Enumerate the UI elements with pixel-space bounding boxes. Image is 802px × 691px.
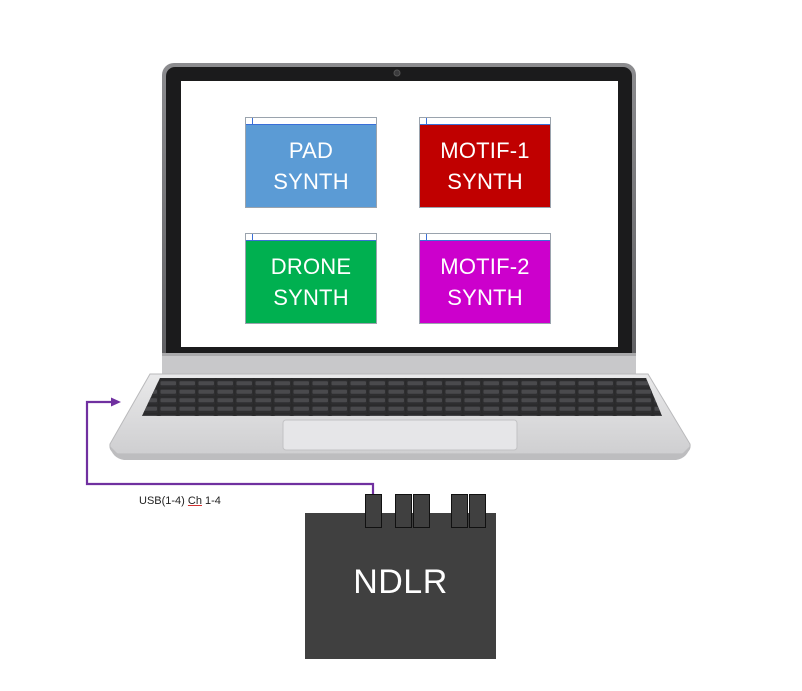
midi-port-1: [395, 494, 412, 528]
window-title-line1: MOTIF-1: [440, 138, 530, 163]
arrow-head-icon: [111, 397, 121, 407]
midi-port-4: [469, 494, 486, 528]
keyboard: [142, 378, 662, 416]
ndlr-label: NDLR: [353, 563, 448, 601]
motif-2-synth-window: MOTIF-2 SYNTH: [419, 233, 551, 324]
window-title-line1: DRONE: [270, 254, 352, 279]
window-body: PAD SYNTH: [246, 125, 376, 207]
usb-label-ch: Ch: [187, 495, 202, 507]
pad-synth-window: PAD SYNTH: [245, 117, 377, 208]
trackpad: [282, 419, 518, 451]
window-title-line2: SYNTH: [447, 285, 523, 310]
window-title-line1: MOTIF-2: [440, 254, 530, 279]
motif-1-synth-window: MOTIF-1 SYNTH: [419, 117, 551, 208]
usb-label-prefix: USB(1-4): [139, 495, 188, 507]
webcam-icon: [393, 69, 401, 77]
ndlr-device: NDLR: [305, 513, 496, 659]
window-title-line2: SYNTH: [273, 285, 349, 310]
midi-port-2: [413, 494, 430, 528]
window-title-line1: PAD: [288, 138, 334, 163]
window-body: MOTIF-1 SYNTH: [420, 125, 550, 207]
window-titlebar: [420, 234, 550, 241]
window-body: MOTIF-2 SYNTH: [420, 241, 550, 323]
window-titlebar: [246, 118, 376, 125]
window-body: DRONE SYNTH: [246, 241, 376, 323]
window-title-line2: SYNTH: [273, 169, 349, 194]
usb-cable: [85, 400, 375, 497]
usb-connection-label: USB(1-4) Ch 1-4: [139, 495, 221, 507]
drone-synth-window: DRONE SYNTH: [245, 233, 377, 324]
usb-label-suffix: 1-4: [201, 495, 221, 507]
window-title-line2: SYNTH: [447, 169, 523, 194]
window-titlebar: [246, 234, 376, 241]
window-titlebar: [420, 118, 550, 125]
midi-port-3: [451, 494, 468, 528]
usb-port: [365, 494, 382, 528]
